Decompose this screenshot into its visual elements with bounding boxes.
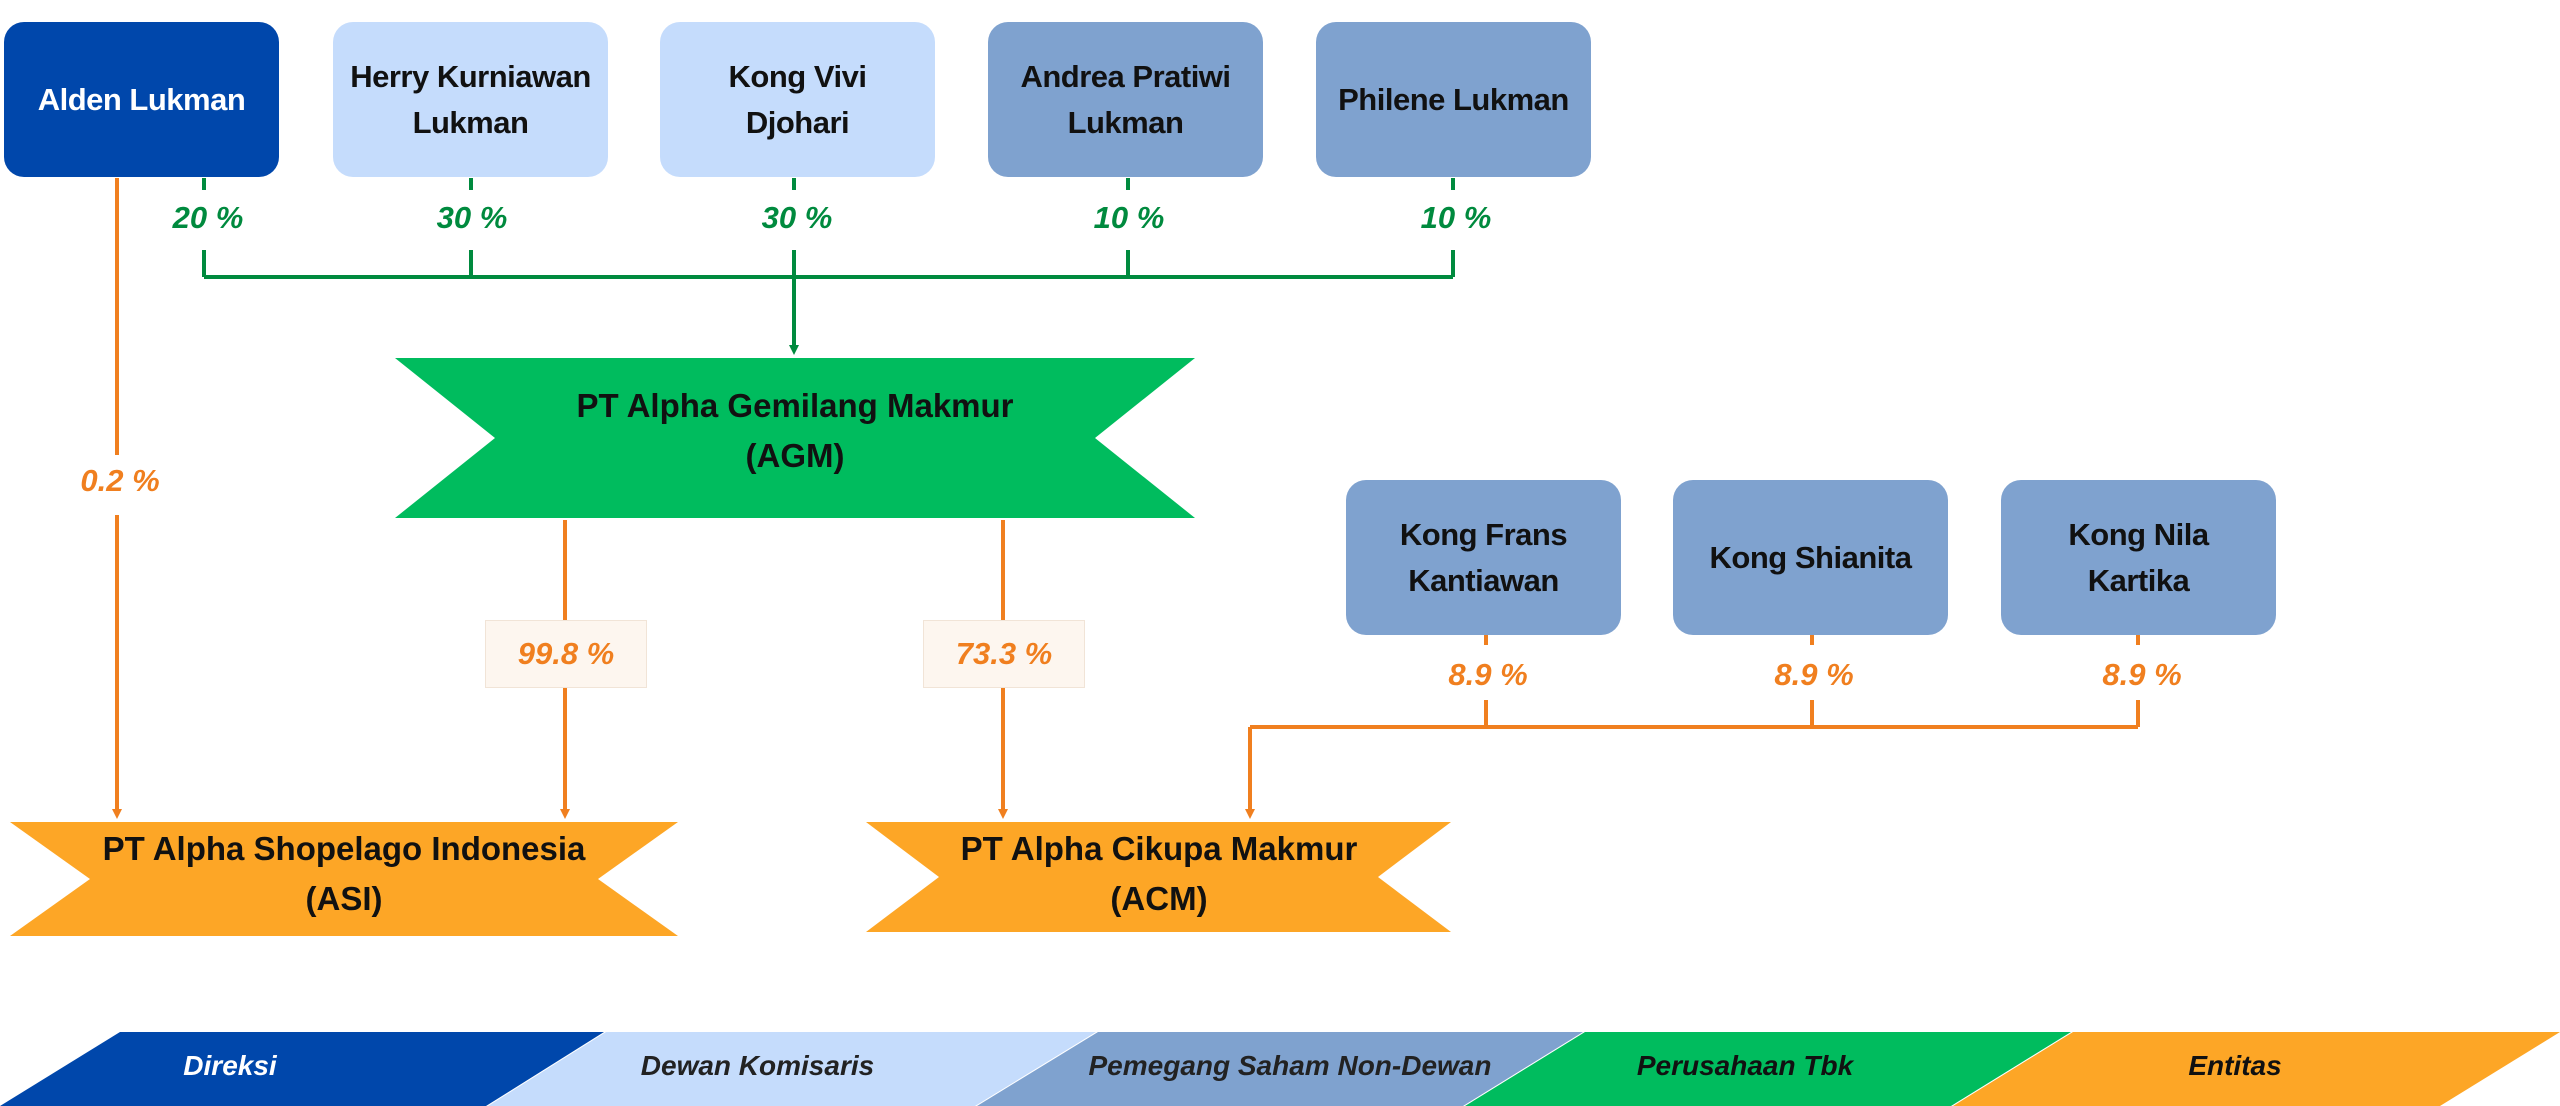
node-label: Andrea Pratiwi Lukman: [1020, 58, 1231, 140]
node-label: Alden Lukman: [37, 81, 246, 117]
node-kong-shianita: Kong Shianita: [1673, 480, 1948, 635]
pct-andrea-agm: 10 %: [1093, 200, 1165, 235]
legend-shape-non-dewan: [977, 1032, 1583, 1106]
legend-shape-direksi: [0, 1032, 604, 1106]
pct-philene-agm: 10 %: [1420, 200, 1492, 235]
pct-nila-acm: 8.9 %: [2102, 657, 2182, 692]
node-alden-lukman: Alden Lukman: [4, 22, 279, 177]
pct-agm-acm: 73.3 %: [923, 620, 1085, 688]
legend-shapes: [0, 1032, 2560, 1106]
node-kong-vivi-djohari: Kong Vivi Djohari: [660, 22, 935, 177]
node-label: Kong Nila Kartika: [2068, 516, 2209, 598]
pct-vivi-agm: 30 %: [761, 200, 833, 235]
legend-shape-entitas: [1953, 1032, 2560, 1106]
node-kong-nila-kartika: Kong Nila Kartika: [2001, 480, 2276, 635]
node-label: Kong Frans Kantiawan: [1399, 516, 1568, 598]
node-andrea-pratiwi-lukman: Andrea Pratiwi Lukman: [988, 22, 1263, 177]
node-philene-lukman: Philene Lukman: [1316, 22, 1591, 177]
pct-frans-acm: 8.9 %: [1448, 657, 1528, 692]
node-label: Philene Lukman: [1338, 81, 1569, 117]
node-kong-frans-kantiawan: Kong Frans Kantiawan: [1346, 480, 1621, 635]
node-label: Kong Shianita: [1709, 539, 1912, 575]
pct-agm-asi: 99.8 %: [485, 620, 647, 688]
agm-label: PT Alpha Gemilang Makmur (AGM): [576, 387, 1014, 474]
acm-label: PT Alpha Cikupa Makmur (ACM): [960, 830, 1358, 917]
legend-dewan-komisaris: Dewan Komisaris: [640, 1050, 875, 1081]
agm-banner-shape: [395, 358, 1195, 518]
legend-perusahaan-tbk: Perusahaan Tbk: [1636, 1050, 1854, 1081]
entity-ownership-lines: [112, 178, 2140, 819]
legend-direksi: Direksi: [183, 1050, 277, 1081]
node-label: Herry Kurniawan Lukman: [350, 58, 591, 140]
asi-label: PT Alpha Shopelago Indonesia (ASI): [102, 830, 586, 917]
node-herry-kurniawan-lukman: Herry Kurniawan Lukman: [333, 22, 608, 177]
node-label: Kong Vivi Djohari: [728, 58, 867, 140]
pct-alden-asi: 0.2 %: [80, 463, 160, 498]
legend-entitas: Entitas: [2188, 1050, 2282, 1081]
asi-banner-shape: [10, 822, 678, 936]
agm-shareholder-lines: [202, 178, 1455, 355]
legend-pemegang-saham-non-dewan: Pemegang Saham Non-Dewan: [1088, 1050, 1492, 1081]
pct-herry-agm: 30 %: [436, 200, 508, 235]
legend-shape-tbk: [1465, 1032, 2071, 1106]
legend-shape-komisaris: [488, 1032, 1096, 1106]
acm-banner-shape: [866, 822, 1451, 932]
pct-alden-agm: 20 %: [172, 200, 244, 235]
pct-shianita-acm: 8.9 %: [1774, 657, 1854, 692]
